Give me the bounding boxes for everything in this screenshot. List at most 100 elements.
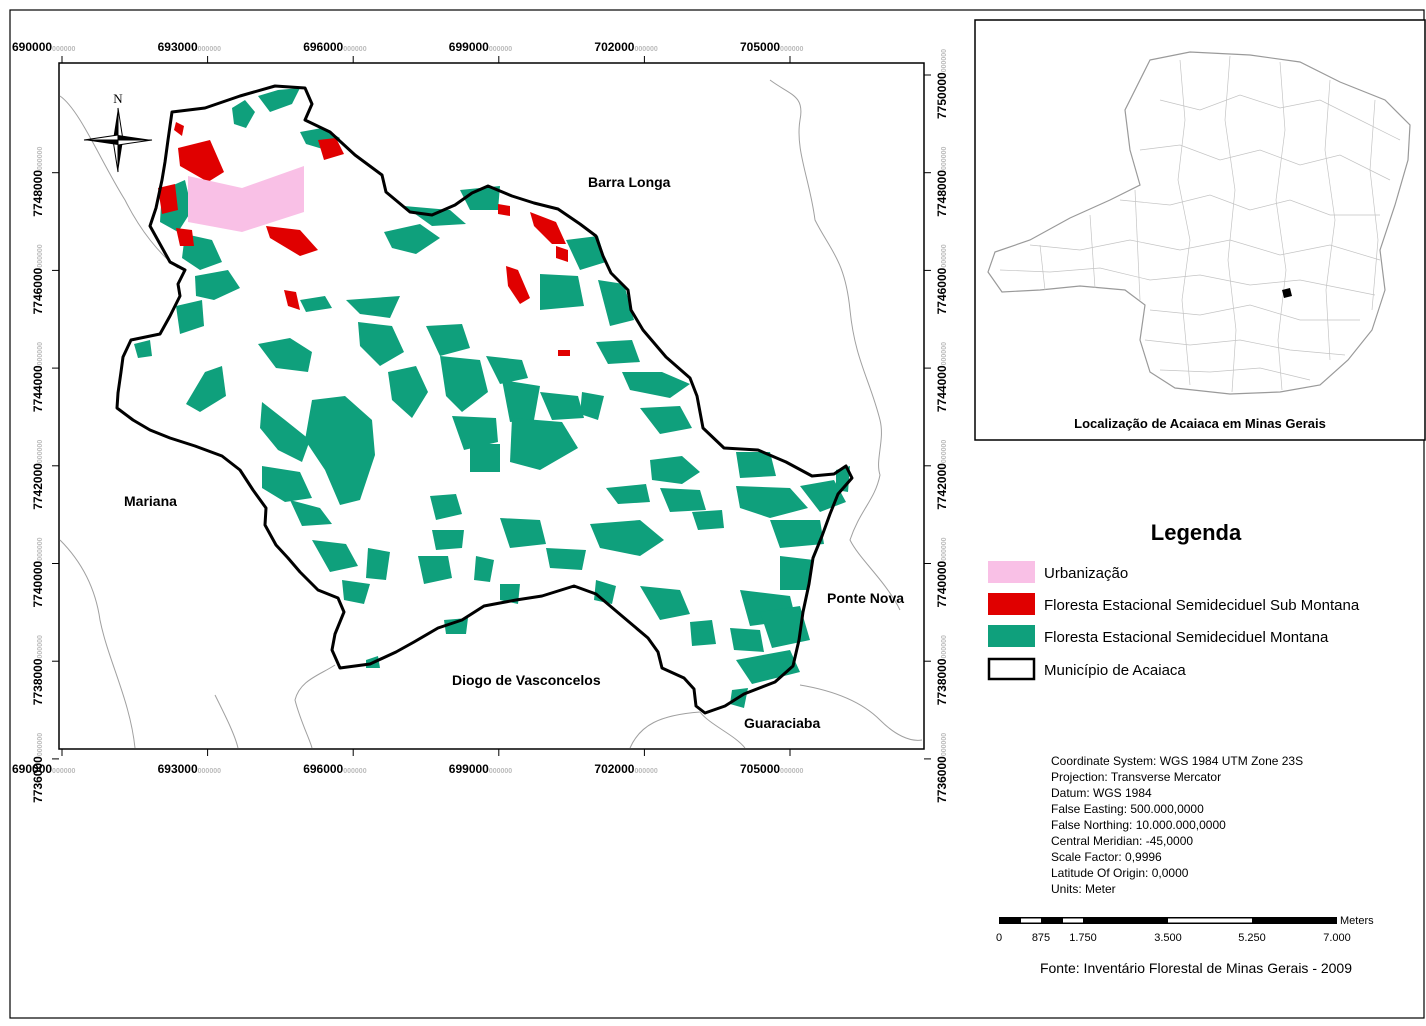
- x-coordinate-label-bottom: 702000000000: [594, 762, 658, 776]
- y-coordinate-label-left: 7742000000000: [31, 440, 45, 510]
- scale-bar: Meters 0 875 1.750 3.500 5.250 7.000: [996, 915, 1374, 944]
- montana-patch: [640, 586, 690, 620]
- y-coordinate-label-right: 7742000000000: [935, 440, 949, 510]
- municipality-line: [1177, 59, 1191, 386]
- coordinate-suffix: 000000: [37, 244, 44, 267]
- coordinate-suffix: 000000: [343, 768, 366, 775]
- montana-patch: [432, 530, 464, 550]
- scale-bar-label: 1.750: [1069, 932, 1097, 944]
- coordinate-suffix: 000000: [941, 440, 948, 463]
- projection-line: False Easting: 500.000,0000: [1051, 802, 1204, 816]
- montana-patch: [546, 548, 586, 570]
- coordinate-suffix: 000000: [37, 635, 44, 658]
- scale-bar-label: 0: [996, 932, 1002, 944]
- montana-patch: [486, 356, 528, 384]
- projection-line: Scale Factor: 0,9996: [1051, 850, 1162, 864]
- y-coordinate-label-right: 7748000000000: [935, 147, 949, 217]
- coordinate-suffix: 000000: [634, 46, 657, 53]
- x-coordinate-label-bottom: 693000000000: [158, 762, 222, 776]
- neighbor-boundary-line: [769, 79, 901, 611]
- neighbor-boundary-line: [59, 539, 136, 749]
- montana-patch: [770, 520, 824, 548]
- montana-patch: [440, 356, 488, 412]
- place-label-ponte-nova: Ponte Nova: [827, 590, 904, 606]
- y-coordinate-label-left: 7740000000000: [31, 537, 45, 607]
- montana-patch: [660, 488, 706, 512]
- coordinate-suffix: 000000: [37, 147, 44, 170]
- montana-patch: [500, 518, 546, 548]
- submontana-patch: [558, 350, 570, 356]
- montana-patch: [342, 580, 370, 604]
- submontana-patch: [176, 228, 194, 246]
- projection-line: Projection: Transverse Mercator: [1051, 770, 1221, 784]
- montana-patch: [195, 270, 240, 300]
- neighbor-boundary-line: [294, 664, 336, 749]
- legend-swatch-urbanizacao: [988, 561, 1035, 583]
- municipality-line: [1159, 367, 1311, 381]
- coordinate-suffix: 000000: [198, 768, 221, 775]
- scale-bar-label: 3.500: [1154, 932, 1182, 944]
- x-coordinate-label-top: 702000000000: [594, 40, 658, 54]
- municipality-line: [1275, 61, 1287, 391]
- submontana-patch: [174, 122, 184, 136]
- submontana-patch: [158, 184, 178, 214]
- montana-patch: [690, 620, 716, 646]
- submontana-patch: [506, 266, 530, 304]
- legend-label-municipio: Município de Acaiaca: [1044, 662, 1186, 679]
- montana-patch: [598, 280, 634, 326]
- montana-patch: [502, 380, 540, 422]
- municipality-boundary: [115, 84, 854, 715]
- municipality-line: [1324, 79, 1336, 361]
- submontana-patch: [498, 204, 510, 216]
- coordinate-suffix: 000000: [941, 342, 948, 365]
- montana-patch: [596, 340, 640, 364]
- montana-patch: [186, 366, 226, 412]
- montana-patch: [590, 520, 664, 556]
- legend-label-submontana: Floresta Estacional Semideciduel Sub Mon…: [1044, 597, 1360, 614]
- y-coordinate-label-right: 7736000000000: [935, 733, 949, 803]
- montana-patch: [460, 186, 500, 210]
- legend-swatch-montana: [988, 625, 1035, 647]
- scale-bar-label: 7.000: [1323, 932, 1351, 944]
- scale-bar-segment: [1168, 918, 1252, 923]
- x-coordinate-label-top: 699000000000: [449, 40, 513, 54]
- neighbor-boundary-line: [214, 694, 239, 749]
- place-label-diogo-de-vasconcelos: Diogo de Vasconcelos: [452, 672, 601, 688]
- montana-patch: [260, 402, 310, 462]
- municipality-line: [1144, 339, 1346, 356]
- municipality-lines: [999, 55, 1401, 393]
- neighbor-boundary-line: [799, 684, 923, 741]
- municipality-line: [1159, 94, 1401, 141]
- x-coordinate-label-top: 705000000000: [740, 40, 804, 54]
- projection-info: Coordinate System: WGS 1984 UTM Zone 23S…: [1051, 754, 1303, 896]
- x-coordinate-label-bottom: 705000000000: [740, 762, 804, 776]
- y-coordinate-label-left: 7744000000000: [31, 342, 45, 412]
- neighbor-boundaries: [59, 79, 923, 749]
- coordinate-suffix: 000000: [941, 244, 948, 267]
- projection-line: Datum: WGS 1984: [1051, 786, 1152, 800]
- montana-patch: [640, 406, 692, 434]
- municipality-line: [1139, 144, 1391, 181]
- montana-patch: [388, 366, 428, 418]
- montana-patch: [305, 396, 375, 505]
- coordinate-suffix: 000000: [780, 46, 803, 53]
- x-coordinate-label-top: 696000000000: [303, 40, 367, 54]
- north-arrow-shape: [113, 108, 118, 140]
- x-coordinate-label-bottom: 696000000000: [303, 762, 367, 776]
- legend-label-urbanizacao: Urbanização: [1044, 565, 1128, 582]
- municipality-line: [1029, 239, 1381, 261]
- projection-line: Coordinate System: WGS 1984 UTM Zone 23S: [1051, 754, 1303, 768]
- municipality-line: [1119, 194, 1380, 216]
- montana-patch: [736, 452, 776, 478]
- montana-patch: [470, 444, 500, 472]
- montana-patch: [452, 416, 498, 450]
- montana-patch: [430, 494, 462, 520]
- coordinate-suffix: 000000: [941, 635, 948, 658]
- montana-patch: [312, 540, 358, 572]
- legend: Legenda Urbanização Floresta Estacional …: [987, 520, 1360, 681]
- y-coordinate-label-right: 7746000000000: [935, 244, 949, 314]
- page-frame: [9, 9, 1425, 1019]
- neighbor-boundary-line: [699, 711, 746, 749]
- montana-patch: [404, 206, 466, 226]
